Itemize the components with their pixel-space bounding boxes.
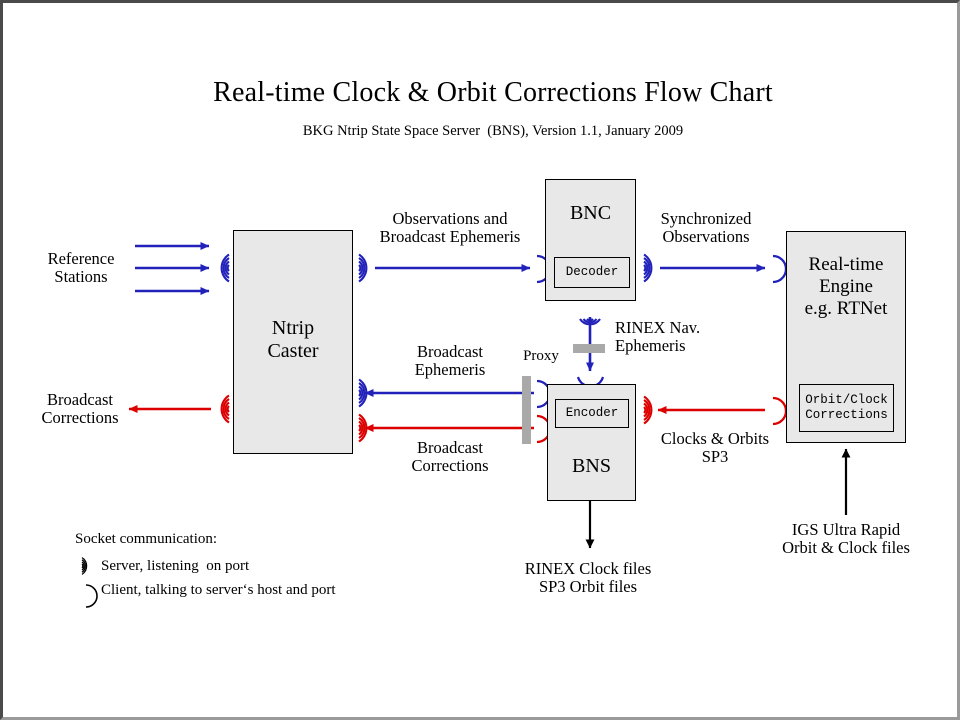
node-bnc-decoder[interactable]: Decoder (554, 257, 630, 288)
legend-item-client-text: Client, talking to server‘s host and por… (101, 582, 336, 598)
connector-layer (128, 242, 851, 549)
client-paren-icon-legend (85, 584, 98, 608)
page-subtitle: BKG Ntrip State Space Server (BNS), Vers… (302, 123, 684, 139)
node-bnc[interactable]: BNC Decoder (545, 179, 636, 301)
legend-icon-layer (81, 556, 98, 608)
node-bns-encoder[interactable]: Encoder (555, 399, 629, 428)
label-rinex-nav-ephemeris: RINEX Nav.Ephemeris (615, 318, 701, 356)
proxy-bar-vertical[interactable] (522, 376, 531, 444)
server-waves-icon-legend (81, 556, 88, 576)
legend-item-server-text: Server, listening on port (101, 558, 250, 574)
node-bns[interactable]: BNS Encoder (547, 384, 636, 501)
proxy-bar-horizontal[interactable] (573, 344, 605, 353)
page-title: Real-time Clock & Orbit Corrections Flow… (213, 77, 773, 108)
node-bnc-label: BNC (569, 202, 612, 224)
proxy-label: Proxy (523, 348, 559, 364)
diagram-canvas: Real-time Clock & Orbit Corrections Flow… (3, 3, 960, 723)
node-bns-label: BNS (572, 455, 611, 477)
legend-heading: Socket communication: (75, 531, 218, 547)
